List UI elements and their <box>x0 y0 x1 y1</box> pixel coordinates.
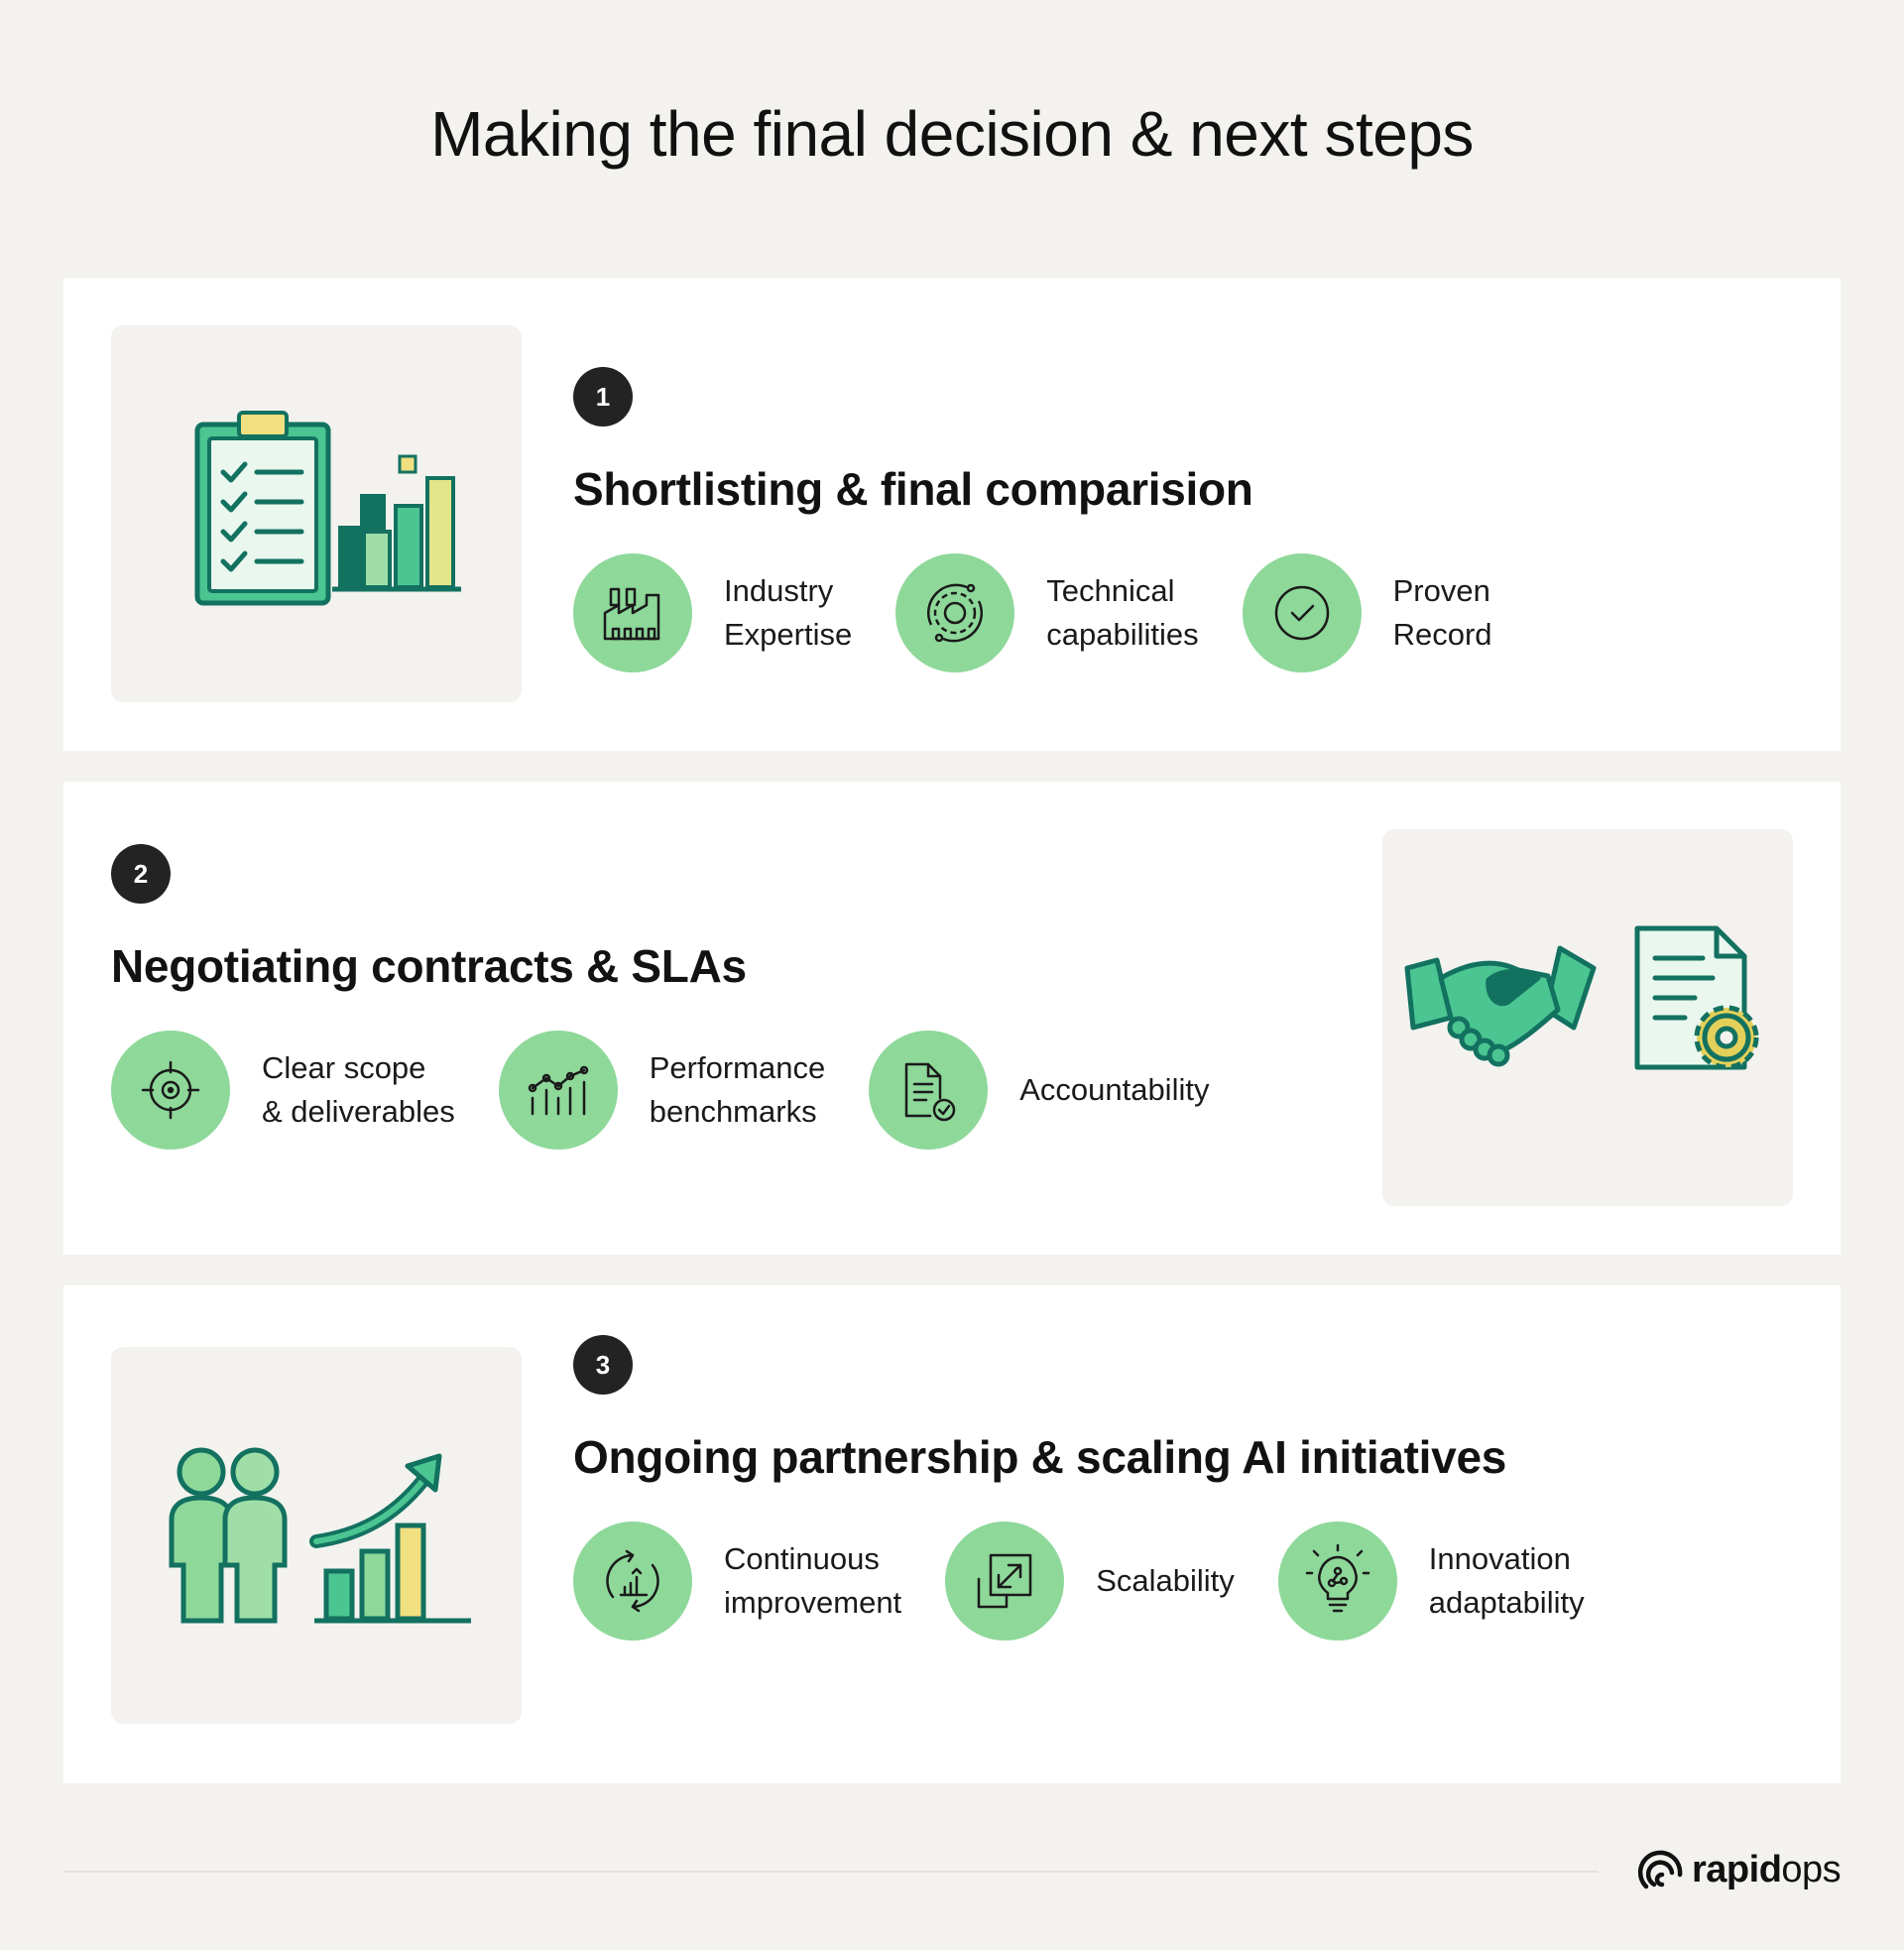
feature-label: Performance benchmarks <box>649 1050 826 1129</box>
feature-label: Technical capabilities <box>1046 573 1199 652</box>
expand-arrows-icon <box>945 1522 1065 1641</box>
feature-item-innovation-adaptability: Innovation adaptability <box>1277 1522 1585 1641</box>
feature-label: Continuous improvement <box>724 1541 902 1620</box>
feature-label: Clear scope & deliverables <box>262 1050 455 1129</box>
section-content-3: 3 Ongoing partnership & scaling AI initi… <box>573 1335 1628 1641</box>
feature-item-industry-expertise: Industry Expertise <box>573 553 852 672</box>
footer-divider <box>63 1871 1599 1873</box>
feature-label: Accountability <box>1019 1072 1210 1107</box>
rapidops-logo-icon <box>1638 1850 1683 1889</box>
feature-item-proven-record: Proven Record <box>1242 553 1492 672</box>
feature-list: Clear scope & deliverables Performance b… <box>111 1031 1252 1150</box>
lightbulb-icon <box>1277 1522 1397 1641</box>
clipboard-chart-icon <box>194 411 461 606</box>
handshake-document-gear-icon <box>1404 925 1759 1070</box>
step-number-badge: 2 <box>111 844 171 904</box>
feature-list: Continuous improvement Scalability <box>573 1522 1628 1641</box>
section-content-2: 2 Negotiating contracts & SLAs Clear sco… <box>111 844 1252 1150</box>
feature-item-scalability: Scalability <box>945 1522 1235 1641</box>
document-check-icon <box>869 1031 989 1150</box>
step-number-badge: 3 <box>573 1335 633 1395</box>
logo-text-light: ops <box>1781 1848 1842 1890</box>
illustration-clipboard-chart <box>111 325 522 702</box>
feature-label: Innovation adaptability <box>1428 1541 1585 1620</box>
feature-item-continuous-improvement: Continuous improvement <box>573 1522 901 1641</box>
feature-item-performance-benchmarks: Performance benchmarks <box>498 1031 826 1150</box>
illustration-people-growth <box>111 1347 522 1724</box>
logo-wordmark: rapidops <box>1692 1848 1842 1891</box>
cycle-growth-icon <box>573 1522 692 1641</box>
section-card-1: 1 Shortlisting & final comparision Indus… <box>63 278 1841 751</box>
feature-item-technical-capabilities: Technical capabilities <box>895 553 1199 672</box>
step-number-badge: 1 <box>573 367 633 427</box>
section-content-1: 1 Shortlisting & final comparision Indus… <box>573 367 1536 672</box>
illustration-handshake-document <box>1382 829 1793 1206</box>
target-icon <box>111 1031 230 1150</box>
feature-label: Industry Expertise <box>724 573 853 652</box>
section-card-2: 2 Negotiating contracts & SLAs Clear sco… <box>63 782 1841 1255</box>
feature-list: Industry Expertise Technical capabilitie… <box>573 553 1536 672</box>
line-chart-bars-icon <box>498 1031 618 1150</box>
gear-cycle-icon <box>895 553 1015 672</box>
feature-label: Proven Record <box>1392 573 1492 652</box>
page-title: Making the final decision & next steps <box>430 98 1474 170</box>
check-circle-icon <box>1242 553 1362 672</box>
feature-item-accountability: Accountability <box>869 1031 1209 1150</box>
feature-item-clear-scope: Clear scope & deliverables <box>111 1031 455 1150</box>
section-title: Negotiating contracts & SLAs <box>111 940 747 992</box>
section-title: Ongoing partnership & scaling AI initiat… <box>573 1431 1507 1483</box>
logo-text-bold: rapid <box>1692 1848 1782 1890</box>
section-card-3: 3 Ongoing partnership & scaling AI initi… <box>63 1285 1841 1783</box>
feature-label: Scalability <box>1096 1563 1235 1598</box>
section-title: Shortlisting & final comparision <box>573 463 1253 515</box>
people-growth-chart-icon <box>169 1447 471 1624</box>
factory-icon <box>573 553 692 672</box>
brand-logo[interactable]: rapidops <box>1638 1845 1842 1894</box>
